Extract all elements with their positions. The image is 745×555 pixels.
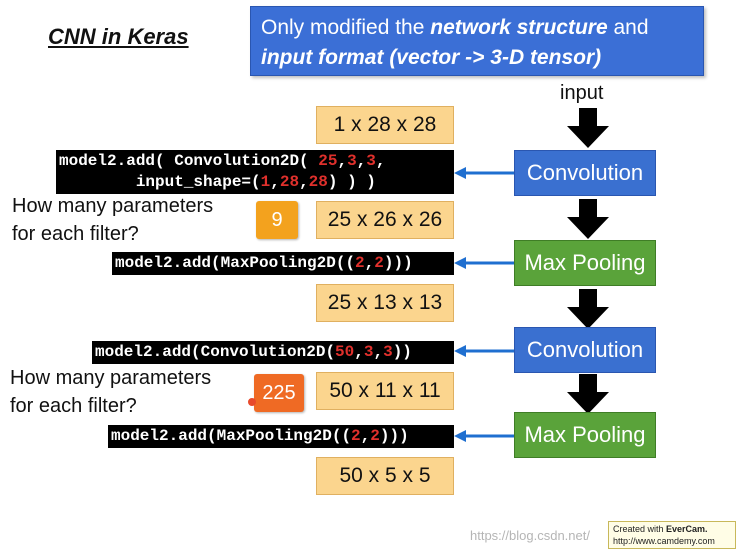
question-parameters-1: How many parameters for each filter? (12, 195, 214, 245)
layer-maxpooling-2: Max Pooling (514, 412, 656, 458)
tensor-shape-box: 50 x 5 x 5 (316, 457, 454, 495)
tensor-shape-box: 25 x 26 x 26 (316, 201, 454, 239)
code-maxpooling-2: model2.add(MaxPooling2D((2,2))) (108, 425, 454, 448)
banner-text-plain: Only modified the (261, 16, 431, 39)
pointer-dot (248, 398, 256, 406)
question-parameters-2: How many parameters for each filter? (10, 367, 212, 417)
tensor-shape-box: 50 x 11 x 11 (316, 372, 454, 410)
info-banner: Only modified the network structure and … (250, 6, 704, 76)
left-arrow-icon (454, 257, 514, 269)
down-arrow-icon (567, 374, 609, 414)
layer-convolution-1: Convolution (514, 150, 656, 196)
code-conv2d-2: model2.add(Convolution2D(50,3,3)) (92, 341, 454, 364)
code-conv2d-1: model2.add( Convolution2D( 25,3,3, input… (56, 150, 454, 194)
banner-text-bold: network structure (430, 16, 608, 39)
down-arrow-icon (567, 289, 609, 329)
answer-badge-1: 9 (256, 201, 298, 239)
code-maxpooling-1: model2.add(MaxPooling2D((2,2))) (112, 252, 454, 275)
down-arrow-icon (567, 199, 609, 239)
layer-maxpooling-1: Max Pooling (514, 240, 656, 286)
layer-convolution-2: Convolution (514, 327, 656, 373)
evercam-stamp: Created with EverCam. http://www.camdemy… (608, 521, 736, 549)
down-arrow-icon (567, 108, 609, 148)
banner-text-line2: input format (vector -> 3-D tensor) (261, 46, 602, 69)
banner-text-tail: and (607, 16, 649, 39)
tensor-shape-box: 25 x 13 x 13 (316, 284, 454, 322)
left-arrow-icon (454, 167, 514, 179)
input-label: input (560, 82, 604, 104)
answer-badge-2: 225 (254, 374, 304, 412)
watermark: https://blog.csdn.net/ (470, 528, 590, 543)
slide-title: CNN in Keras (48, 24, 189, 49)
left-arrow-icon (454, 430, 514, 442)
tensor-shape-box: 1 x 28 x 28 (316, 106, 454, 144)
left-arrow-icon (454, 345, 514, 357)
